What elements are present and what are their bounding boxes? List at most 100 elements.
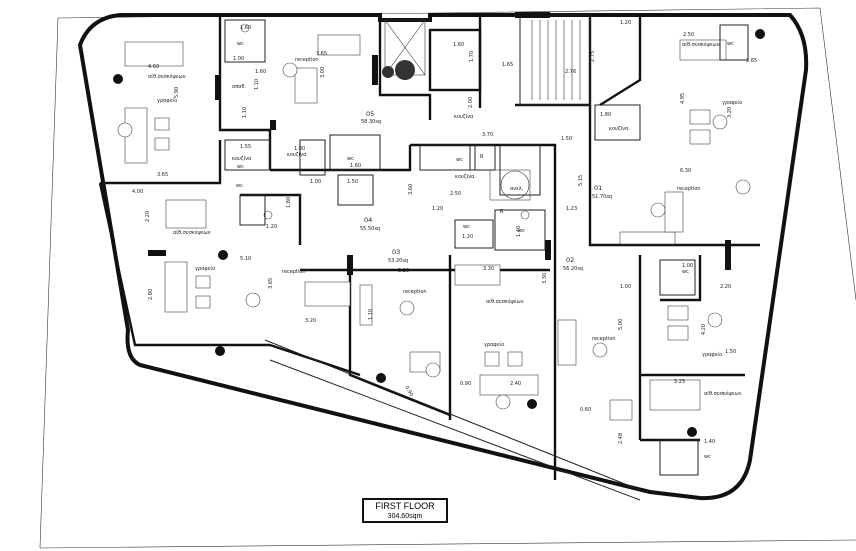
svg-text:3.20: 3.20 (305, 318, 316, 324)
unit-number: 03 (392, 248, 400, 256)
svg-text:reception: reception (592, 336, 616, 342)
svg-text:wc: wc (682, 269, 689, 275)
svg-text:1.70: 1.70 (469, 51, 475, 62)
structural-columns (113, 29, 765, 437)
unit-area: 55.50sq (360, 226, 380, 232)
unit-area: 51.70sq (592, 194, 612, 200)
svg-text:1.10: 1.10 (368, 309, 374, 320)
svg-text:wc: wc (237, 41, 244, 47)
stair-core (384, 12, 591, 106)
svg-text:5.00: 5.00 (618, 319, 624, 330)
svg-text:wc: wc (704, 454, 711, 460)
svg-text:1.50: 1.50 (347, 179, 358, 185)
svg-text:αίθ.συσκέψεων: αίθ.συσκέψεων (486, 298, 524, 305)
svg-text:3.60: 3.60 (408, 184, 414, 195)
lightwell-plants-icon (382, 60, 415, 80)
unit-number: 01 (594, 184, 602, 192)
svg-text:5.15: 5.15 (578, 175, 584, 186)
svg-text:5.10: 5.10 (240, 256, 251, 262)
unit-area: 53.20sq (388, 258, 408, 264)
svg-text:1.20: 1.20 (620, 20, 631, 26)
column-marker (687, 427, 697, 437)
unit-number: 04 (364, 216, 372, 224)
svg-text:αίθ.συσκέψεων: αίθ.συσκέψεων (173, 229, 211, 236)
svg-text:3.20: 3.20 (727, 107, 733, 118)
svg-text:κουζίνα: κουζίνα (232, 155, 252, 162)
svg-text:κουζίνα: κουζίνα (454, 113, 474, 120)
svg-text:1.00: 1.00 (620, 284, 631, 290)
svg-text:2.50: 2.50 (450, 191, 461, 197)
svg-text:2.00: 2.00 (468, 97, 474, 108)
svg-text:1.20: 1.20 (462, 234, 473, 240)
svg-text:γραφείο: γραφείο (157, 97, 177, 104)
svg-text:3.30: 3.30 (483, 266, 494, 272)
svg-text:wc: wc (347, 156, 354, 162)
svg-text:reception: reception (403, 289, 427, 295)
column-marker (755, 29, 765, 39)
svg-text:1.60: 1.60 (350, 163, 361, 169)
svg-text:1.65: 1.65 (502, 62, 513, 68)
svg-text:2.75: 2.75 (590, 51, 596, 62)
svg-text:wc: wc (236, 183, 243, 189)
svg-text:1.80: 1.80 (600, 112, 611, 118)
svg-text:wc: wc (456, 157, 463, 163)
svg-text:3.00: 3.00 (320, 67, 326, 78)
svg-text:3.20: 3.20 (398, 268, 409, 274)
plan-title-box: FIRST FLOOR 304.60sqm (362, 498, 448, 523)
svg-text:αίθ.συσκέψεων: αίθ.συσκέψεων (682, 41, 720, 48)
wc-fixtures (224, 19, 749, 476)
svg-text:κουζίνα: κουζίνα (287, 151, 307, 158)
svg-text:2.50: 2.50 (683, 32, 694, 38)
svg-text:5.90: 5.90 (174, 87, 180, 98)
svg-text:wc: wc (463, 224, 470, 230)
svg-text:ανελ.: ανελ. (510, 186, 524, 192)
svg-text:γραφείο: γραφείο (195, 265, 215, 272)
column-marker (215, 346, 225, 356)
svg-text:reception: reception (282, 269, 306, 275)
svg-text:3.65: 3.65 (316, 51, 327, 57)
unit-number: 02 (566, 256, 574, 264)
svg-text:1.20: 1.20 (432, 206, 443, 212)
svg-text:1.00: 1.00 (682, 263, 693, 269)
svg-text:reception: reception (295, 57, 319, 63)
floor-area: 304.60sqm (387, 513, 423, 520)
svg-text:1.80: 1.80 (286, 197, 292, 208)
svg-text:κουζίνα: κουζίνα (455, 173, 475, 180)
svg-text:1.60: 1.60 (240, 25, 251, 31)
svg-text:3.70: 3.70 (482, 132, 493, 138)
svg-text:1.10: 1.10 (254, 79, 260, 90)
svg-text:4.00: 4.00 (132, 189, 143, 195)
svg-text:2.80: 2.80 (148, 289, 154, 300)
svg-text:2.48: 2.48 (618, 433, 624, 444)
svg-text:1.20: 1.20 (266, 224, 277, 230)
svg-text:2.40: 2.40 (510, 381, 521, 387)
svg-text:1.00: 1.00 (233, 56, 244, 62)
svg-text:1.50: 1.50 (561, 136, 572, 142)
room-labels: αίθ.συσκέψεων γραφείο reception κουζίνα … (148, 41, 742, 460)
svg-text:0.90: 0.90 (403, 385, 414, 398)
furniture (117, 23, 751, 421)
svg-text:1.80: 1.80 (294, 146, 305, 152)
svg-text:αίθ.συσκέψεων: αίθ.συσκέψεων (148, 73, 186, 80)
column-marker (113, 74, 123, 84)
svg-text:3.65: 3.65 (157, 172, 168, 178)
svg-text:1.55: 1.55 (240, 144, 251, 150)
dimension-labels: 4.60 5.90 3.65 1.60 1.00 1.60 1.10 1.10 … (132, 20, 757, 445)
unit-area: 56.20sq (563, 266, 583, 272)
svg-text:wc: wc (518, 228, 525, 234)
svg-text:1.40: 1.40 (704, 439, 715, 445)
svg-text:αποθ.: αποθ. (232, 84, 246, 90)
column-marker (218, 250, 228, 260)
svg-text:R: R (480, 154, 484, 160)
svg-text:γραφείο: γραφείο (484, 341, 504, 348)
floor-title: FIRST FLOOR (375, 501, 435, 511)
svg-text:2.76: 2.76 (565, 69, 576, 75)
building-outline (77, 13, 809, 501)
svg-text:1.23: 1.23 (566, 206, 577, 212)
svg-text:wc: wc (237, 164, 244, 170)
svg-text:1.60: 1.60 (255, 69, 266, 75)
svg-text:4.95: 4.95 (680, 93, 686, 104)
svg-text:αίθ.συσκέψεων: αίθ.συσκέψεων (704, 390, 742, 397)
column-marker (527, 399, 537, 409)
